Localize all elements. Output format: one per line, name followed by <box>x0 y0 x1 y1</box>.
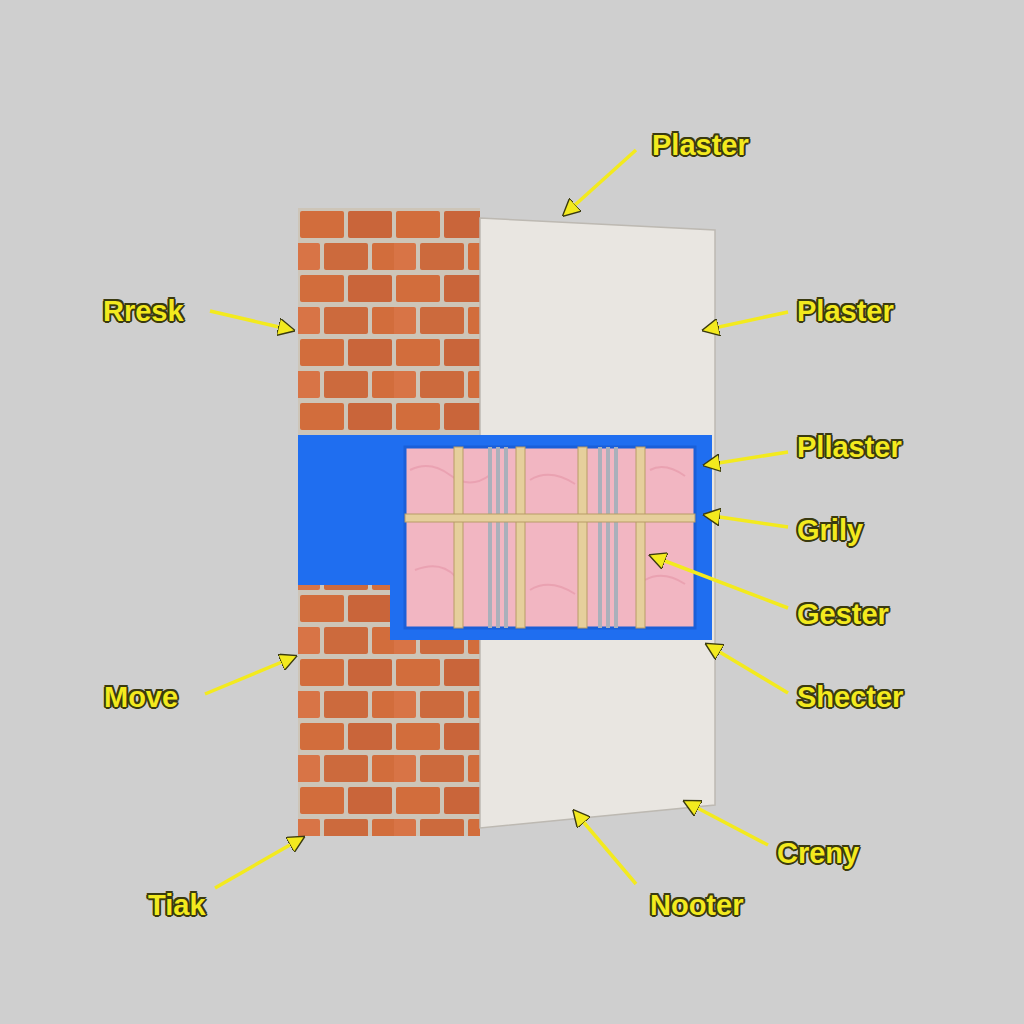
leader-lines <box>205 150 788 888</box>
part-label: Plaster <box>797 295 894 328</box>
insulation-board <box>298 435 712 640</box>
part-label: Grily <box>797 514 863 547</box>
wiring <box>488 447 618 628</box>
part-label: Move <box>104 681 178 714</box>
part-label: Tiak <box>148 889 206 922</box>
wood-studs <box>405 447 695 628</box>
part-label: Rresk <box>103 295 184 328</box>
part-label: Shecter <box>797 681 903 714</box>
part-label: Creny <box>777 837 859 870</box>
insulation-batt <box>405 447 695 628</box>
part-label: Pllaster <box>797 431 902 464</box>
part-label: Gester <box>797 598 889 631</box>
part-label: Nooter <box>650 889 743 922</box>
part-label: Plaster <box>652 129 749 162</box>
